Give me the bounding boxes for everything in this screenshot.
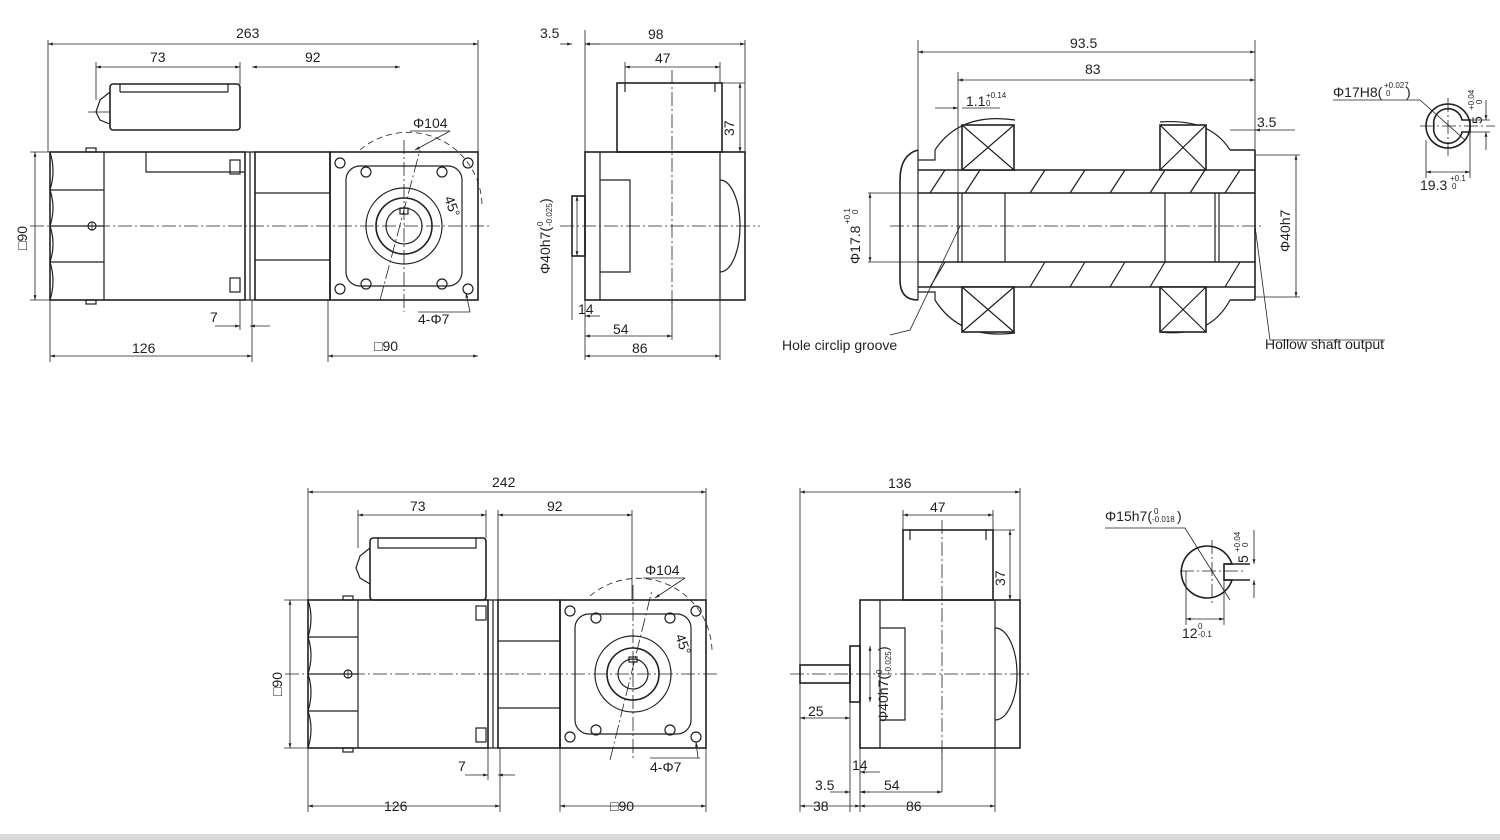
dim-gap-bottom: 7 [458, 758, 466, 774]
label-hole-circlip-groove: Hole circlip groove [782, 337, 897, 353]
shaft-key-tol-lower: 0 [1241, 542, 1250, 547]
dim-boss-bottom: 14 [852, 757, 868, 773]
dim-section-overall: 93.5 [1070, 35, 1097, 51]
dim-section-inner: 83 [1085, 61, 1101, 77]
dim-holes: 4-Φ7 [418, 311, 450, 327]
dim-gap: 7 [210, 309, 218, 325]
pilot-tol-upper-bottom: 0 [875, 669, 884, 674]
dim-key-depth: 19.3 [1420, 177, 1447, 193]
pilot-label-bottom: Φ40h7( [875, 675, 891, 722]
dim-center: 54 [613, 321, 629, 337]
dim-flange-bottom: □90 [610, 798, 634, 814]
shaft-keyway-detail: Φ15h7( 0 -0.018 ) 5 +0.04 0 12 0 -0.1 [1105, 507, 1256, 641]
pilot-tol-lower-bottom: -0.025 [884, 651, 893, 674]
dim-angle: 45° [441, 194, 463, 219]
dim-gear-length: 92 [305, 49, 321, 65]
dim-box-width: 47 [655, 50, 671, 66]
dim-shaft: Φ15h7( [1105, 508, 1152, 524]
groove-dia-tol-lower: 0 [851, 209, 860, 214]
key-tol-lower: 0 [1475, 99, 1484, 104]
pilot-close: ) [537, 198, 553, 203]
dim-height: □90 [14, 226, 30, 250]
pilot-tol-lower: -0.025 [545, 203, 554, 226]
dim-key-width: 5 [1469, 116, 1485, 124]
dim-overall-bottom: 242 [492, 474, 516, 490]
dim-edge: 3.5 [1257, 114, 1277, 130]
dim-section-pilot: Φ40h7 [1277, 209, 1293, 252]
dim-shaft-length: 25 [808, 703, 824, 719]
dim-motor-length: 126 [132, 340, 156, 356]
dim-box-height: 37 [721, 120, 737, 136]
dim-depth-bottom: 86 [906, 798, 922, 814]
dim-box-length: 73 [150, 49, 166, 65]
shaft-tol-lower: -0.018 [1152, 515, 1175, 524]
pilot-label: Φ40h7( [537, 227, 553, 274]
dim-offset: 3.5 [540, 25, 560, 41]
groove-tol-lower: 0 [986, 99, 991, 108]
dim-groove-dia: Φ17.8 [847, 225, 863, 264]
pilot-tol-upper: 0 [536, 221, 545, 226]
dim-overall: 263 [236, 25, 260, 41]
dim-shaft-key-width: 5 [1235, 555, 1251, 563]
dim-pilot-bottom-end: Φ40h7( [875, 675, 891, 722]
mounting-holes-bottom [564, 605, 702, 743]
hollow-shaft-section: 93.5 83 1.1 +0.14 0 3.5 Φ17.8 +0.1 0 Φ40… [782, 35, 1385, 353]
bottom-end-view: 136 47 37 Φ40h7( 0 -0.025 ) 25 14 3.5 54… [790, 475, 1030, 814]
dim-gear-length-bottom: 92 [547, 498, 563, 514]
bore-tol-lower: 0 [1386, 89, 1391, 98]
key-depth-tol-lower: 0 [1452, 182, 1457, 191]
dim-shaft-total: 38 [813, 798, 829, 814]
key-tol-upper: +0.04 [1467, 89, 1476, 110]
mounting-holes [334, 157, 474, 295]
top-end-view: 3.5 98 47 37 Φ40h7( 0 -0.025 ) 14 54 86 [536, 25, 760, 360]
bearings [961, 124, 1207, 333]
key-depth-tol-upper: +0.1 [1450, 174, 1466, 183]
shaft-key-depth-tol-lower: -0.1 [1198, 630, 1212, 639]
shaft-key-tol-upper: +0.04 [1233, 531, 1242, 552]
groove-dia-tol-upper: +0.1 [843, 208, 852, 224]
groove-tol-upper: +0.14 [986, 91, 1007, 100]
dim-angle-bottom: 45° [672, 632, 694, 657]
dim-pilot: Φ40h7( [537, 227, 553, 274]
pilot-close-bottom: ) [875, 646, 891, 651]
bottom-side-view: 242 73 92 □90 7 126 □90 Φ104 45° 4-Φ7 [269, 474, 720, 814]
dim-groove-width: 1.1 [966, 93, 986, 109]
dim-center-bottom: 54 [884, 777, 900, 793]
bore-tol-upper: +0.027 [1384, 81, 1409, 90]
dim-box-height-bottom-end: 37 [992, 570, 1008, 586]
dim-bore: Φ17H8( [1333, 84, 1383, 100]
shaft-tol-upper: 0 [1154, 507, 1159, 516]
dim-height-bottom: □90 [269, 672, 285, 696]
dim-offset-bottom: 3.5 [815, 777, 835, 793]
dim-pcd-bottom: Φ104 [645, 562, 680, 578]
label-hollow-shaft-output: Hollow shaft output [1265, 336, 1384, 352]
dim-holes-bottom: 4-Φ7 [650, 759, 682, 775]
dim-boss: 14 [578, 301, 594, 317]
dim-width-bottom-end: 136 [888, 475, 912, 491]
top-side-view: 263 73 92 □90 7 126 □90 Φ104 45° 4-Φ7 [14, 25, 490, 362]
bottom-edge [0, 834, 1500, 840]
dim-motor-length-bottom: 126 [384, 798, 408, 814]
bore-keyway-detail: Φ17H8( +0.027 0 ) 5 +0.04 0 19.3 +0.1 0 [1333, 81, 1495, 193]
dim-box-length-bottom: 73 [410, 498, 426, 514]
shaft-key-depth-tol-upper: 0 [1198, 622, 1203, 631]
dim-depth: 86 [632, 340, 648, 356]
bore-close: ) [1406, 84, 1411, 100]
dim-shaft-key-depth: 12 [1182, 625, 1198, 641]
dim-pcd: Φ104 [413, 115, 448, 131]
dim-flange: □90 [374, 338, 398, 354]
shaft-close: ) [1177, 508, 1182, 524]
dim-width: 98 [648, 26, 664, 42]
dim-box-width-bottom-end: 47 [930, 499, 946, 515]
